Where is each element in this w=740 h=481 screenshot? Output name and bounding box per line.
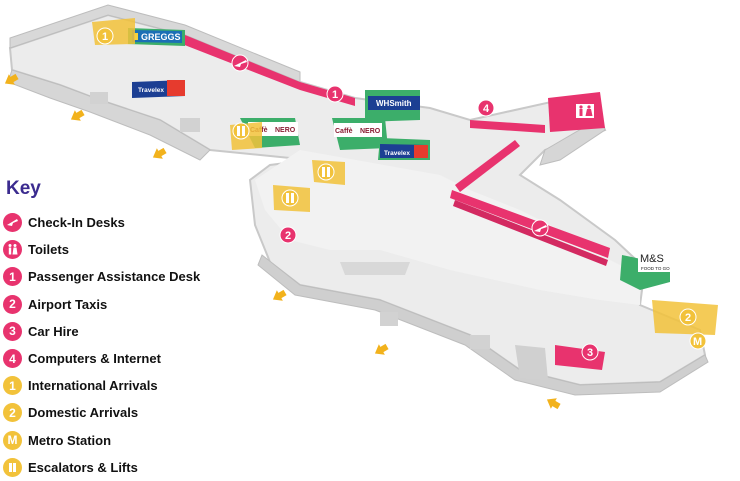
escalator-marker-2 bbox=[317, 163, 335, 181]
toilets-icon bbox=[3, 240, 22, 260]
metro-station-marker-label: M bbox=[693, 336, 702, 348]
passenger-assistance-marker: 1 bbox=[326, 85, 344, 103]
key-item-label: Escalators & Lifts bbox=[28, 459, 138, 475]
key-item: 2 Airport Taxis bbox=[3, 291, 263, 318]
airport-taxis-marker: 2 bbox=[279, 226, 297, 244]
plane-icon bbox=[234, 60, 247, 67]
toilets-icon-body-1 bbox=[579, 109, 583, 116]
domestic-arrivals-marker-label: 2 bbox=[685, 312, 691, 324]
passenger-assistance-marker-label: 1 bbox=[332, 89, 338, 101]
toilets-icon-body-2 bbox=[585, 109, 593, 116]
key-item-label: Car Hire bbox=[28, 323, 79, 339]
plane-icon bbox=[534, 225, 547, 232]
greggs-sign bbox=[132, 30, 182, 43]
international-arrivals-marker-label: 1 bbox=[102, 31, 108, 43]
key-item: Toilets bbox=[3, 236, 263, 263]
escalator-marker-1 bbox=[232, 122, 250, 140]
check-in-plane-marker-2 bbox=[531, 219, 549, 237]
travelex-label-right: Travelex bbox=[384, 150, 410, 157]
key-item: M Metro Station bbox=[3, 427, 263, 454]
travelex-sign-left bbox=[167, 80, 185, 96]
nero-label-2: NERO bbox=[360, 128, 381, 135]
toilets-icon-head-1 bbox=[579, 105, 583, 109]
entrance-arrow-6 bbox=[546, 398, 561, 410]
terminal-left-wing bbox=[7, 69, 211, 161]
metro-station-marker: M bbox=[689, 332, 707, 350]
plane-icon bbox=[3, 213, 22, 233]
column-block-1 bbox=[180, 118, 200, 132]
toilets-icon-head-2 bbox=[587, 105, 591, 109]
whsmith-sign bbox=[368, 96, 420, 110]
entrance-arrow-5 bbox=[374, 343, 389, 355]
escalator-marker-3 bbox=[281, 189, 299, 207]
key-badge: 2 bbox=[3, 294, 22, 314]
key-item: 3 Car Hire bbox=[3, 318, 263, 345]
entrance-arrow-4 bbox=[272, 289, 287, 301]
check-in-desks-right bbox=[470, 120, 545, 133]
terminal-floor-lower bbox=[255, 150, 640, 305]
entrance-arrow-3 bbox=[152, 147, 167, 159]
column-block-3 bbox=[380, 312, 398, 326]
greggs-dots bbox=[134, 33, 138, 40]
key-item-label: Metro Station bbox=[28, 432, 112, 448]
key-item: Check-In Desks bbox=[3, 209, 263, 236]
key-badge: M bbox=[3, 430, 22, 450]
entrance-arrow-2 bbox=[70, 109, 85, 121]
car-hire-marker-label: 3 bbox=[587, 347, 593, 359]
key-badge: 4 bbox=[3, 349, 22, 369]
domestic-arrivals-marker: 2 bbox=[679, 308, 697, 326]
central-structure bbox=[340, 262, 410, 275]
key-item-label: Domestic Arrivals bbox=[28, 405, 139, 421]
caffe-nero-sign-2 bbox=[334, 123, 382, 137]
check-in-desks-diagonal bbox=[455, 140, 520, 192]
international-arrivals-marker: 1 bbox=[96, 27, 114, 45]
whsmith-label: WHSmith bbox=[376, 99, 412, 108]
greggs-label: GREGGS bbox=[141, 32, 181, 42]
key-item: 1 International Arrivals bbox=[3, 372, 263, 399]
key-badge: 1 bbox=[3, 267, 22, 287]
check-in-plane-marker-1 bbox=[231, 54, 249, 72]
airport-taxis-marker-label: 2 bbox=[285, 230, 291, 242]
key-item-label: Passenger Assistance Desk bbox=[28, 269, 201, 285]
key-badge: 3 bbox=[3, 321, 22, 341]
computers-internet-marker: 4 bbox=[477, 99, 495, 117]
check-in-desks-lower-back bbox=[453, 200, 608, 266]
entrance-arrow-1 bbox=[4, 73, 19, 85]
ms-sublabel: FOOD TO GO bbox=[641, 266, 670, 271]
car-hire-marker: 3 bbox=[581, 343, 599, 361]
ms-sign bbox=[638, 246, 674, 272]
key-item: 1 Passenger Assistance Desk bbox=[3, 263, 263, 290]
check-in-desks-lower bbox=[450, 190, 610, 258]
escalator-icon bbox=[3, 457, 22, 477]
terminal-front-wall bbox=[257, 254, 709, 396]
key-item-label: International Arrivals bbox=[28, 378, 158, 394]
caffe-label-2: Caffè bbox=[335, 128, 353, 135]
column-block-2 bbox=[90, 92, 108, 104]
key-badge: 1 bbox=[3, 376, 22, 396]
travelex-sign-right-accent bbox=[414, 145, 428, 158]
key-item: 4 Computers & Internet bbox=[3, 345, 263, 372]
travelex-label-left: Travelex bbox=[138, 87, 164, 94]
nero-label-1: NERO bbox=[275, 127, 296, 134]
computers-internet-marker-label: 4 bbox=[483, 103, 490, 115]
column-block-4 bbox=[470, 335, 490, 349]
key-item-label: Computers & Internet bbox=[28, 351, 161, 367]
key-item-label: Check-In Desks bbox=[28, 215, 125, 231]
key-item-label: Airport Taxis bbox=[28, 296, 108, 312]
key-item-label: Toilets bbox=[28, 242, 69, 258]
stair-block bbox=[515, 345, 548, 380]
key-title: Key bbox=[6, 178, 41, 199]
key-item: 2 Domestic Arrivals bbox=[3, 399, 263, 426]
ms-label: M&S bbox=[640, 253, 664, 265]
key-badge: 2 bbox=[3, 403, 22, 423]
key-item: Escalators & Lifts bbox=[3, 454, 263, 481]
